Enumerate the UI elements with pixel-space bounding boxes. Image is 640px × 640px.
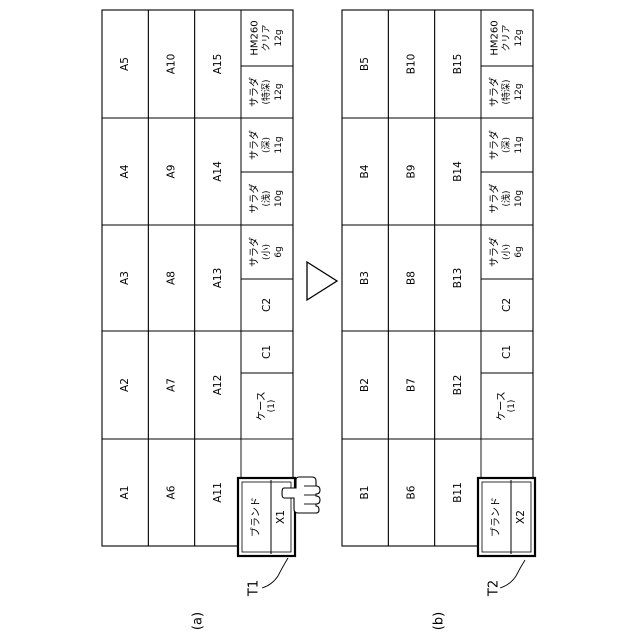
callout-a-label: T1 xyxy=(247,580,262,597)
grid-cell-label: B6 xyxy=(406,485,418,499)
product-cell-line: サラダ xyxy=(248,77,261,107)
grid-cell-label: A6 xyxy=(166,485,178,499)
product-cell-line: サラダ xyxy=(248,130,261,160)
product-cell-line: 12g xyxy=(514,29,524,46)
grid-cell-label: A10 xyxy=(166,54,178,75)
product-cell-line: (小) xyxy=(261,244,272,260)
product-cell-line: サラダ xyxy=(488,184,501,214)
product-cell-line: (特深) xyxy=(500,79,512,104)
grid-cell-label: A15 xyxy=(212,54,224,75)
grid-cell-label: B2 xyxy=(359,378,371,392)
product-cell-line: HM260 xyxy=(250,20,261,55)
grid-cell-label: A1 xyxy=(119,486,131,500)
product-cell-line: 12g xyxy=(274,29,284,46)
grid-cell-label: B1 xyxy=(359,486,371,500)
product-cell-line: サラダ xyxy=(488,77,501,107)
grid-cell-label: B12 xyxy=(452,375,464,396)
product-cell-line: (浅) xyxy=(500,190,512,206)
product-cell-line: (深) xyxy=(501,137,512,153)
grid-cell-label: A11 xyxy=(212,482,224,503)
product-cell-line: ケース xyxy=(256,391,268,421)
product-cell-line: (小) xyxy=(501,244,512,260)
brand-value: X1 xyxy=(275,510,287,524)
grid-cell-label: A13 xyxy=(212,268,224,289)
panel-b-caption: (b) xyxy=(432,612,447,630)
grid-cell-label: A7 xyxy=(166,378,178,392)
brand-value: X2 xyxy=(515,510,527,524)
grid-cell-label: B14 xyxy=(452,161,464,182)
product-cell-line: 6g xyxy=(274,246,284,257)
product-cell-line: サラダ xyxy=(488,130,501,160)
product-cell-line: サラダ xyxy=(248,237,261,267)
product-cell-line: クリア xyxy=(261,24,272,51)
product-cell-line: 11g xyxy=(274,136,284,153)
grid-cell-label: B9 xyxy=(406,165,418,179)
product-cell-line: (1) xyxy=(507,400,517,413)
brand-header: ブランド xyxy=(489,497,502,537)
grid-cell-label: A9 xyxy=(166,165,178,179)
grid-cell-label: A8 xyxy=(166,271,178,285)
panel-a-caption: (a) xyxy=(191,612,206,630)
callout-b-leader xyxy=(500,560,525,588)
product-cell-line: クリア xyxy=(501,24,512,51)
product-cell-line: 6g xyxy=(514,246,524,257)
product-cell-line: (特深) xyxy=(260,79,272,104)
grid-cell-label: A12 xyxy=(212,375,224,396)
grid-cell-label: B4 xyxy=(359,164,371,178)
product-cell-line: 11g xyxy=(514,136,524,153)
product-cell-line: サラダ xyxy=(488,237,501,267)
product-cell-line: 12g xyxy=(274,83,284,100)
grid-cell-label: B3 xyxy=(359,271,371,285)
triangle-arrow-icon xyxy=(307,262,337,300)
product-cell-line: C1 xyxy=(501,345,513,359)
grid-cell-label: B5 xyxy=(359,57,371,71)
product-cell-line: 10g xyxy=(514,190,524,207)
grid-cell-label: B15 xyxy=(452,54,464,75)
brand-header: ブランド xyxy=(249,497,262,537)
callout-b-label: T2 xyxy=(487,580,502,597)
grid-cell-label: B10 xyxy=(406,54,418,75)
product-cell-line: C2 xyxy=(261,298,273,312)
product-cell-line: ケース xyxy=(496,391,508,421)
product-cell-line: 12g xyxy=(514,83,524,100)
grid-cell-label: B8 xyxy=(406,271,418,285)
grid-cell-label: A3 xyxy=(119,271,131,285)
panel-b-grid: B5B4B3B2B1B10B9B8B7B6B15B14B13B12B11ケース(… xyxy=(342,10,535,556)
product-cell-line: HM260 xyxy=(490,20,501,55)
grid-cell-label: B7 xyxy=(406,378,418,392)
grid-cell-label: B11 xyxy=(452,482,464,503)
product-cell-line: 10g xyxy=(274,190,284,207)
grid-cell-label: A2 xyxy=(119,378,131,392)
grid-cell-label: A4 xyxy=(119,164,131,178)
product-cell-line: サラダ xyxy=(248,184,261,214)
grid-cell-label: A14 xyxy=(212,161,224,182)
callout-a-leader xyxy=(262,558,288,588)
grid-cell-label: B13 xyxy=(452,268,464,289)
product-cell-line: (深) xyxy=(261,137,272,153)
grid-cell-label: A5 xyxy=(119,57,131,71)
panel-a-grid: A5A4A3A2A1A10A9A8A7A6A15A14A13A12A11ケース(… xyxy=(102,10,295,556)
product-cell-line: C2 xyxy=(501,298,513,312)
product-cell-line: (1) xyxy=(267,400,277,413)
product-cell-line: (浅) xyxy=(260,190,272,206)
product-cell-line: C1 xyxy=(261,345,273,359)
